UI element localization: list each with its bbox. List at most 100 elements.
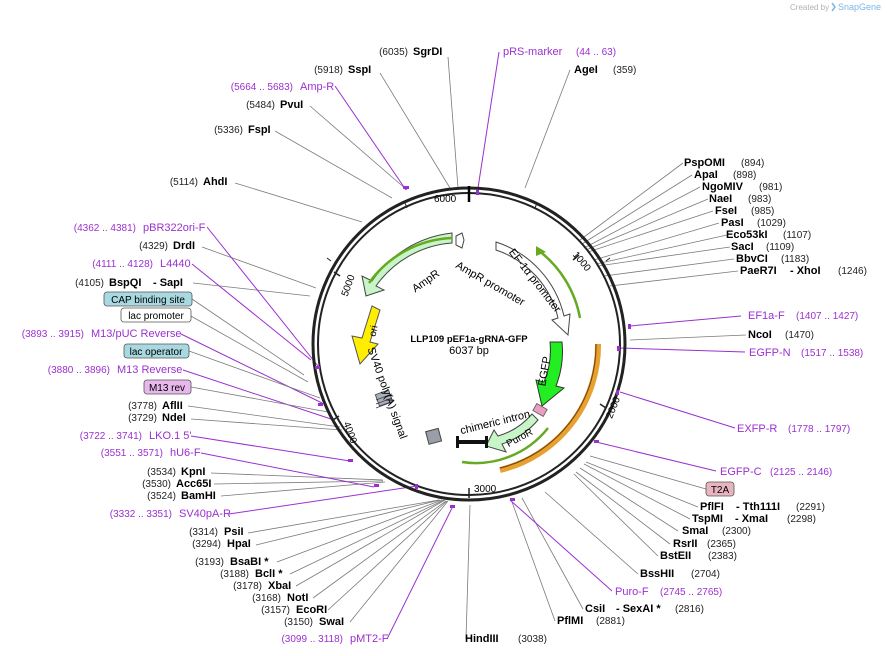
site-agei[interactable]: AgeI(359) (574, 64, 636, 76)
chimeric-intron-bar[interactable] (458, 440, 486, 444)
ori-arrow[interactable] (351, 305, 381, 366)
ef1a-promoter-arrow[interactable] (495, 241, 571, 337)
svg-text:FseI: FseI (715, 205, 737, 217)
site-ecori[interactable]: (3157)EcoRI (261, 604, 327, 616)
site-rsrii[interactable]: RsrII(2365) (673, 538, 736, 550)
svg-text:BbvCI: BbvCI (736, 253, 768, 265)
svg-text:lac operator: lac operator (130, 347, 183, 358)
site-tspmi[interactable]: TspMI- XmaI(2298) (692, 513, 816, 525)
svg-text:(3880 .. 3896): (3880 .. 3896) (48, 365, 110, 376)
site-ahdi[interactable]: (5114)AhdI (170, 176, 228, 188)
box-m13-rev[interactable]: M13 rev (143, 379, 192, 395)
tick-2000: 2000 (605, 395, 624, 420)
site-eco53ki[interactable]: Eco53kI(1107) (726, 229, 811, 241)
primer-marks (315, 186, 631, 508)
site-pflfi[interactable]: PflFI- Tth111I(2291) (700, 501, 825, 513)
tick-3000: 3000 (474, 484, 497, 495)
site-pspomi[interactable]: PspOMI(894) (684, 157, 764, 169)
svg-text:(3157): (3157) (261, 605, 290, 616)
site-aflii[interactable]: (3778)AflII (128, 400, 183, 412)
primer-ef1a-f[interactable]: EF1a-F(1407 .. 1427) (748, 310, 858, 322)
box-lac-operator[interactable]: lac operator (123, 343, 190, 359)
site-sspi[interactable]: (5918)SspI (314, 64, 371, 76)
snapgene-credit: Created by SnapGene (790, 2, 881, 12)
primer-m13-reverse[interactable]: (3880 .. 3896)M13 Reverse (48, 364, 183, 376)
site-bspqi[interactable]: (4105)BspQI- SapI (75, 277, 183, 289)
ampr-arrow[interactable] (361, 232, 453, 297)
svg-text:RsrII: RsrII (673, 538, 697, 550)
box-lac-promoter[interactable]: lac promoter (120, 307, 192, 323)
site-hpai[interactable]: (3294)HpaI (192, 538, 251, 550)
egfp-arrow[interactable] (535, 341, 566, 407)
primer-puro-f[interactable]: Puro-F(2745 .. 2765) (615, 586, 722, 598)
svg-text:PflMI: PflMI (557, 615, 583, 627)
site-pflmi[interactable]: PflMI(2881) (557, 615, 625, 627)
site-paer7i[interactable]: PaeR7I- XhoI(1246) (740, 265, 867, 277)
primer-l4440[interactable]: (4111 .. 4128)L4440 (92, 258, 190, 270)
site-fsei[interactable]: FseI(985) (715, 205, 774, 217)
puror-arrow[interactable] (485, 413, 539, 453)
box-cap-binding-site[interactable]: CAP binding site (103, 291, 193, 307)
site-bsshii[interactable]: BssHII (2704) (640, 568, 720, 580)
primer-pbr322ori-f[interactable]: (4362 .. 4381)pBR322ori-F (74, 222, 206, 234)
primer-m13-puc-reverse[interactable]: (3893 .. 3915)M13/pUC Reverse (22, 328, 182, 340)
svg-text:M13 rev: M13 rev (149, 383, 185, 394)
site-sgrdi[interactable]: (6035)SgrDI (379, 46, 442, 58)
sv40-block[interactable] (374, 389, 394, 407)
site-kpni[interactable]: (3534)KpnI (147, 466, 205, 478)
box-t2a[interactable]: T2A (705, 481, 735, 497)
svg-text:(1407 .. 1427): (1407 .. 1427) (796, 311, 858, 322)
svg-text:(6035): (6035) (379, 47, 408, 58)
site-csii[interactable]: CsiI- SexAI *(2816) (585, 603, 704, 615)
svg-text:(3178): (3178) (233, 581, 262, 592)
primer-pmt2-f[interactable]: (3099 .. 3118)pMT2-F (281, 633, 388, 645)
site-pvui[interactable]: (5484)PvuI (246, 99, 303, 111)
site-bamhi[interactable]: (3524)BamHI (147, 490, 216, 502)
svg-text:(3193): (3193) (195, 557, 224, 568)
svg-text:(2704): (2704) (691, 569, 720, 580)
primer-hu6-f[interactable]: (3551 .. 3571)hU6-F (101, 447, 201, 459)
site-bbvci[interactable]: BbvCI(1183) (736, 253, 809, 265)
svg-text:(2383): (2383) (708, 551, 737, 562)
site-bcli[interactable]: (3188)BclI * (220, 568, 283, 580)
site-bsteii[interactable]: BstEII(2383) (660, 550, 737, 562)
site-saci[interactable]: SacI(1109) (731, 241, 794, 253)
site-smai[interactable]: SmaI(2300) (682, 525, 751, 537)
left-primer-labels: (5664 .. 5683)Amp-R (4362 .. 4381)pBR322… (22, 81, 389, 645)
primer-amp-r[interactable]: (5664 .. 5683)Amp-R (231, 81, 335, 93)
site-ncoi[interactable]: NcoI(1470) (748, 329, 814, 341)
site-swai[interactable]: (3150)SwaI (284, 616, 344, 628)
site-bsabi[interactable]: (3193)BsaBI * (195, 556, 269, 568)
svg-text:BssHII: BssHII (640, 568, 674, 580)
svg-text:(3332 .. 3351): (3332 .. 3351) (110, 509, 172, 520)
site-pasi[interactable]: PasI(1029) (721, 217, 786, 229)
primer-lko1-5[interactable]: (3722 .. 3741)LKO.1 5' (80, 430, 192, 442)
site-fspi[interactable]: (5336)FspI (214, 124, 271, 136)
primer-sv40pa-r[interactable]: (3332 .. 3351)SV40pA-R (110, 508, 231, 520)
site-ngomiv[interactable]: NgoMIV(981) (702, 181, 782, 193)
site-hindiii[interactable]: HindIII(3038) (465, 633, 547, 645)
site-ndei[interactable]: (3729)NdeI (128, 412, 186, 424)
site-noti[interactable]: (3168)NotI (252, 592, 308, 604)
primer-prs-marker[interactable]: pRS-marker(44 .. 63) (503, 46, 616, 58)
site-drdi[interactable]: (4329)DrdI (139, 240, 195, 252)
site-apai[interactable]: ApaI(898) (694, 169, 756, 181)
site-psii[interactable]: (3314)PsiI (189, 526, 243, 538)
svg-text:SspI: SspI (348, 64, 371, 76)
primer-egfp-c[interactable]: EGFP-C(2125 .. 2146) (720, 466, 832, 478)
tick-5000: 5000 (340, 273, 358, 298)
site-acc65i[interactable]: (3530)Acc65I (142, 478, 211, 490)
svg-text:(894): (894) (741, 158, 764, 169)
primer-egfp-n[interactable]: EGFP-N(1517 .. 1538) (749, 347, 863, 359)
ampr-promoter-arrow[interactable] (455, 232, 465, 249)
brand-text: SnapGene (838, 2, 881, 12)
ampr-label: AmpR (410, 268, 442, 295)
site-xbai[interactable]: (3178)XbaI (233, 580, 291, 592)
right-primer-labels: pRS-marker(44 .. 63) EF1a-F(1407 .. 1427… (503, 46, 863, 598)
svg-text:(1778 .. 1797): (1778 .. 1797) (788, 424, 850, 435)
site-naei[interactable]: NaeI(983) (709, 193, 771, 205)
svg-text:M13/pUC Reverse: M13/pUC Reverse (91, 328, 181, 340)
svg-text:EGFP-C: EGFP-C (720, 466, 762, 478)
primer-exfp-r[interactable]: EXFP-R(1778 .. 1797) (737, 423, 850, 435)
